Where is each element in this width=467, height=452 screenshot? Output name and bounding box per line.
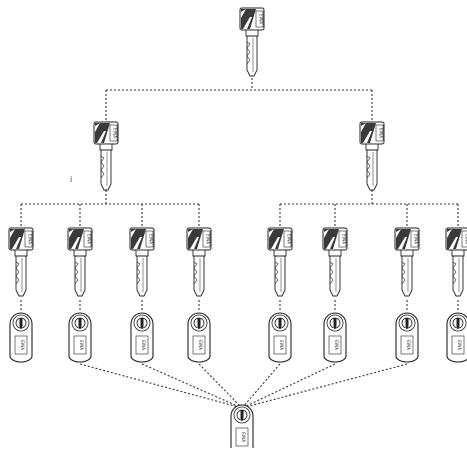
- cylinder-8: EVVA: [447, 313, 467, 362]
- connector-central-2: [142, 364, 242, 408]
- cylinder-7: EVVA: [396, 313, 418, 362]
- svg-text:EVVA: EVVA: [79, 340, 84, 350]
- individual-key-3: EVVA: [130, 228, 154, 296]
- svg-text:EVVA: EVVA: [113, 128, 118, 138]
- svg-text:EVVA: EVVA: [342, 234, 347, 244]
- svg-text:EVVA: EVVA: [457, 340, 462, 350]
- cylinder-5: EVVA: [269, 313, 291, 362]
- central-cylinder: EVVA: [231, 405, 253, 448]
- connector-central-3: [199, 364, 242, 408]
- svg-text:EVVA: EVVA: [149, 234, 154, 244]
- cylinder-1: EVVA: [10, 313, 32, 362]
- connector-central-6: [242, 364, 407, 408]
- svg-text:EVVA: EVVA: [206, 234, 211, 244]
- individual-key-8: EVVA: [446, 228, 467, 296]
- svg-text:EVVA: EVVA: [279, 340, 284, 350]
- svg-text:EVVA: EVVA: [287, 234, 292, 244]
- svg-text:EVVA: EVVA: [198, 340, 203, 350]
- svg-text:EVVA: EVVA: [406, 340, 411, 350]
- svg-text:EVVA: EVVA: [20, 340, 25, 350]
- svg-text:EVVA: EVVA: [259, 14, 264, 24]
- individual-key-4: EVVA: [187, 228, 211, 296]
- master-key-1: EVVA: [94, 122, 118, 190]
- svg-text:EVVA: EVVA: [241, 432, 246, 442]
- individual-key-5: EVVA: [268, 228, 292, 296]
- svg-text:EVVA: EVVA: [334, 340, 339, 350]
- cylinder-4: EVVA: [188, 313, 210, 362]
- nodes: EVVA EVVA EVVA EVVA EVVA EVVA EVVA EVVA EVVA EVVA…: [9, 8, 467, 448]
- individual-key-6: EVVA: [323, 228, 347, 296]
- svg-text:EVVA: EVVA: [414, 234, 419, 244]
- individual-key-7: EVVA: [395, 228, 419, 296]
- cylinder-2: EVVA: [69, 313, 91, 362]
- master-key-2: EVVA: [360, 122, 384, 190]
- svg-text:EVVA: EVVA: [141, 340, 146, 350]
- connector-central-4: [242, 364, 280, 408]
- svg-text:EVVA: EVVA: [379, 128, 384, 138]
- individual-key-1: EVVA: [9, 228, 33, 296]
- stray-mark: i: [70, 175, 72, 184]
- svg-text:EVVA: EVVA: [28, 234, 33, 244]
- connector-central-5: [242, 364, 335, 408]
- grand-master-key: EVVA: [240, 8, 264, 76]
- cylinder-6: EVVA: [324, 313, 346, 362]
- individual-key-2: EVVA: [68, 228, 92, 296]
- cylinder-3: EVVA: [131, 313, 153, 362]
- connector-central-1: [80, 364, 242, 408]
- svg-text:EVVA: EVVA: [87, 234, 92, 244]
